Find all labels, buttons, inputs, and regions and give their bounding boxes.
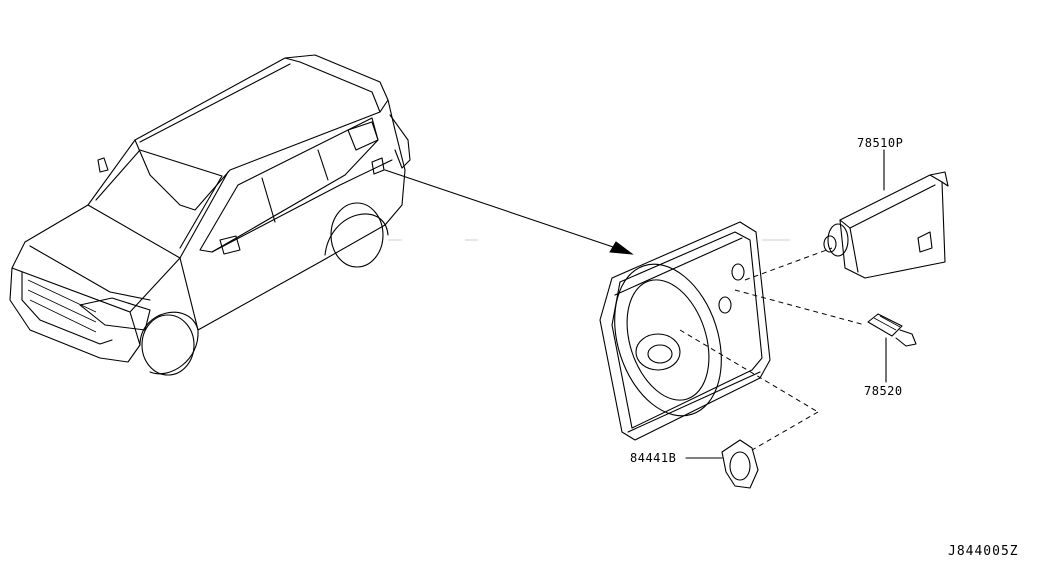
- actuator-hole: [731, 263, 745, 281]
- vehicle-roof-rail-left: [139, 63, 291, 143]
- clip: [685, 439, 759, 489]
- actuator-top-edge: [839, 184, 936, 229]
- actuator-plunger-tip: [823, 235, 837, 253]
- vehicle-headlight: [79, 297, 151, 331]
- part-label-78520: 78520: [864, 384, 903, 398]
- housing-outer: [599, 221, 771, 441]
- vehicle-hood-crease: [29, 245, 151, 301]
- vehicle-belt-line: [211, 159, 393, 253]
- housing-inner-rim: [611, 231, 763, 429]
- assembly-line-clip-b: [751, 411, 819, 451]
- clip-ring: [729, 451, 751, 481]
- actuator-rod: [867, 313, 917, 383]
- callout-arrow: [384, 169, 634, 255]
- vehicle-side-mirror: [219, 235, 241, 255]
- filler-bowl-outer: [614, 263, 722, 417]
- rod-ribs: [873, 315, 901, 331]
- vehicle-front-wheel: [141, 314, 195, 376]
- vehicle-front-wheel-arch: [139, 311, 199, 375]
- fuel-lid-opener-actuator: [823, 149, 949, 279]
- assembly-line-actuator: [744, 247, 833, 281]
- housing-top-edge: [614, 237, 743, 296]
- filler-bowl-inner: [626, 279, 710, 401]
- fuel-filler-housing: [599, 221, 771, 441]
- vehicle-grille-bars: [27, 279, 97, 333]
- vehicle-hood: [11, 204, 181, 313]
- vehicle-front-face: [9, 267, 141, 363]
- vehicle-tail-light: [389, 114, 411, 169]
- vehicle-side-body: [179, 99, 406, 331]
- vehicle-rear-quarter-window: [347, 121, 379, 151]
- rod-hole: [718, 296, 732, 314]
- filler-neck-opening: [647, 344, 673, 364]
- part-label-84441B: 84441B: [630, 451, 677, 465]
- vehicle-windshield: [87, 139, 229, 259]
- housing-bottom-flange: [627, 371, 761, 433]
- vehicle-illustration: [9, 54, 411, 376]
- vehicle-fuel-lid: [371, 157, 385, 175]
- actuator-plunger-base: [827, 223, 849, 257]
- vehicle-grille: [21, 271, 113, 345]
- vehicle-roof-rail: [284, 57, 381, 113]
- part-label-78510P: 78510P: [857, 136, 904, 150]
- vehicle-rear-wheel: [330, 202, 384, 268]
- diagram-reference-code: J844005Z: [948, 544, 1019, 559]
- actuator-front-edge: [849, 227, 859, 273]
- vehicle-rear-wheel-arch: [324, 213, 389, 256]
- filler-neck: [635, 333, 681, 371]
- vehicle-windshield-inner: [95, 149, 223, 249]
- vehicle-antenna: [97, 157, 109, 173]
- vehicle-window-pillars: [261, 149, 329, 223]
- assembly-line-rod: [734, 289, 866, 326]
- clip-body: [721, 439, 759, 489]
- rod-body: [867, 313, 903, 337]
- actuator-connector: [929, 171, 949, 187]
- rod-head: [895, 329, 917, 347]
- actuator-tab: [917, 231, 933, 253]
